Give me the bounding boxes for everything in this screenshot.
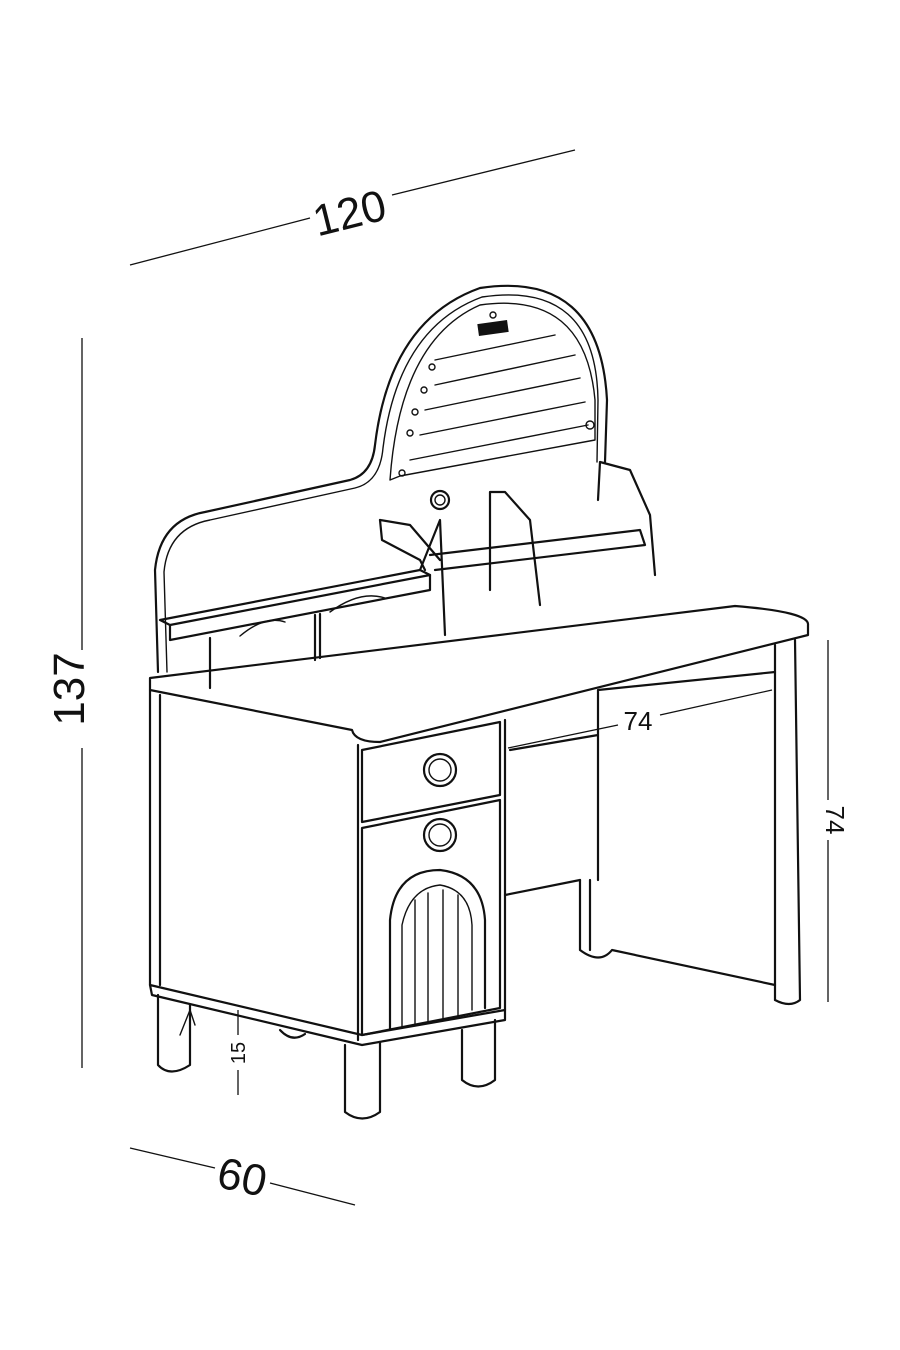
dimension-height: 137 — [45, 338, 94, 1068]
width-label: 120 — [308, 181, 391, 246]
inner-width-label: 74 — [624, 706, 653, 736]
dimension-desk-height: 74 — [820, 640, 850, 1002]
lamp-knob — [429, 489, 451, 511]
height-label: 137 — [45, 652, 94, 725]
plaque-holes — [398, 311, 595, 477]
leg-height-label: 15 — [228, 1042, 250, 1064]
dimension-inner-width: 74 — [507, 689, 773, 749]
dimension-depth: 60 — [129, 1147, 356, 1207]
cabinet-door — [360, 798, 502, 1037]
dimension-leg-height: 15 — [228, 1010, 250, 1095]
plaque-lines — [409, 334, 589, 461]
desk — [148, 284, 810, 1120]
desk-height-label: 74 — [820, 806, 850, 835]
dimension-width: 120 — [129, 149, 576, 266]
drawer — [360, 720, 502, 824]
depth-label: 60 — [213, 1148, 271, 1206]
logo-mark — [477, 319, 509, 337]
